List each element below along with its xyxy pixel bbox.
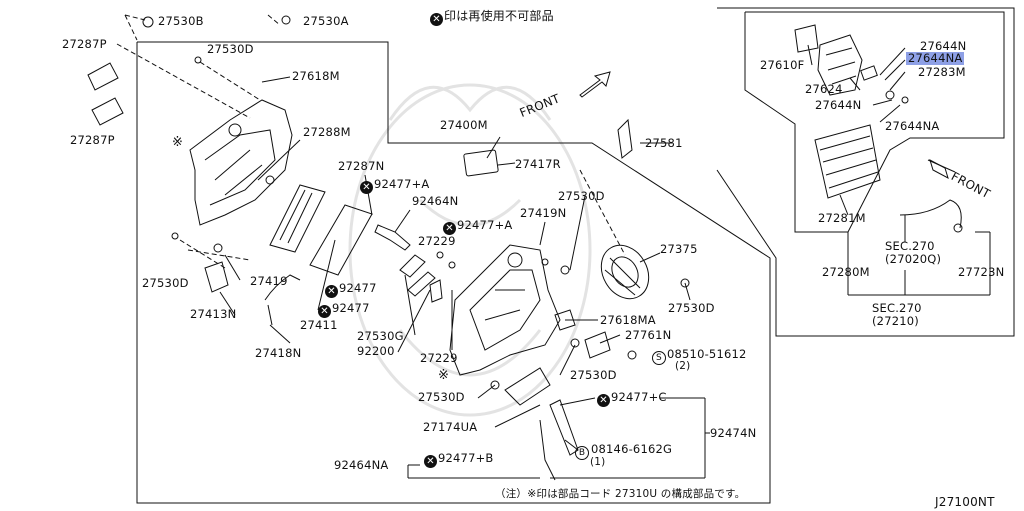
- part-label[interactable]: 27400M: [440, 118, 488, 132]
- part-label[interactable]: 27288M: [303, 125, 351, 139]
- part-number: 08146-6162G: [591, 442, 673, 456]
- link-parts-shape: [171, 224, 456, 326]
- legend-text: 印は再使用不可部品: [444, 9, 554, 23]
- part-label-with-x[interactable]: ✕92477+A: [360, 178, 430, 194]
- part-label-with-x[interactable]: ✕92477: [325, 282, 377, 298]
- x-circle-icon: ✕: [360, 181, 373, 194]
- part-label[interactable]: 27530G: [357, 329, 404, 343]
- part-number: 92477+B: [438, 451, 494, 465]
- s-circle-icon: S: [652, 351, 666, 365]
- part-label[interactable]: 27723N: [958, 265, 1005, 279]
- part-label[interactable]: 27644N: [815, 98, 862, 112]
- part-label[interactable]: 27418N: [255, 346, 302, 360]
- part-label[interactable]: 27530D: [142, 276, 189, 290]
- part-label[interactable]: 27530D: [558, 189, 605, 203]
- part-label[interactable]: 27644N: [920, 39, 967, 53]
- watermark-emblem: [348, 83, 592, 417]
- lower-housing-shape: [449, 244, 561, 376]
- footnote-prefix: （注）: [495, 488, 528, 500]
- part-quantity: (2): [675, 360, 691, 372]
- part-label[interactable]: 27283M: [918, 65, 966, 79]
- part-label[interactable]: 27644NA: [885, 119, 940, 133]
- part-label[interactable]: 27761N: [625, 328, 672, 342]
- diagram-code: J27100NT: [935, 495, 995, 509]
- part-label[interactable]: 27280M: [822, 265, 870, 279]
- x-circle-icon: ✕: [325, 285, 338, 298]
- footnote-text: 印は部品コード 27310U の構成部品です。: [536, 488, 746, 500]
- part-label[interactable]: 27618MA: [600, 313, 656, 327]
- part-number: 92477: [339, 281, 377, 295]
- part-label[interactable]: 27581: [645, 136, 683, 150]
- part-label[interactable]: 27530D: [668, 301, 715, 315]
- part-label-highlighted[interactable]: 27644NA: [906, 51, 965, 65]
- section-ref[interactable]: SEC.270: [872, 301, 922, 315]
- section-ref-code: (27020Q): [885, 252, 942, 266]
- upper-housing-shape: [189, 99, 293, 226]
- asterisk-mark: ※: [172, 135, 184, 150]
- part-number: 92477+C: [611, 390, 667, 404]
- filter-panels-shape: [87, 62, 373, 276]
- part-label[interactable]: 92464NA: [334, 458, 389, 472]
- part-label[interactable]: 27624: [805, 82, 843, 96]
- inset-parts-shape: [794, 24, 963, 233]
- part-number: 08510-51612: [667, 347, 747, 361]
- part-label[interactable]: 27413N: [190, 307, 237, 321]
- x-circle-icon: ✕: [597, 394, 610, 407]
- screws-shape: [142, 15, 690, 390]
- part-label[interactable]: 27530D: [207, 42, 254, 56]
- part-label[interactable]: 27174UA: [423, 420, 478, 434]
- part-label[interactable]: 27229: [418, 234, 456, 248]
- part-label[interactable]: 27281M: [818, 211, 866, 225]
- part-label[interactable]: 27419: [250, 274, 288, 288]
- part-label[interactable]: 27530B: [158, 14, 204, 28]
- part-quantity: (1): [590, 456, 606, 468]
- part-label[interactable]: 27229: [420, 351, 458, 365]
- part-label[interactable]: 27375: [660, 242, 698, 256]
- footnote: （注）※印は部品コード 27310U の構成部品です。: [495, 487, 746, 500]
- part-number: 92477+A: [374, 177, 430, 191]
- part-label[interactable]: 27610F: [760, 58, 805, 72]
- part-label-with-x[interactable]: ✕92477+A: [443, 219, 513, 235]
- part-number: 92477+A: [457, 218, 513, 232]
- part-label-with-x[interactable]: ✕92477+B: [424, 452, 494, 468]
- asterisk-mark: ※: [438, 368, 450, 383]
- main-assembly-frame: [136, 41, 771, 504]
- part-label[interactable]: 92474N: [710, 426, 757, 440]
- blower-motor-shape: [600, 244, 650, 300]
- inset-frame: [716, 7, 1015, 337]
- part-label[interactable]: 27530A: [303, 14, 349, 28]
- part-label[interactable]: 92464N: [412, 194, 459, 208]
- x-circle-icon: ✕: [424, 455, 437, 468]
- part-label[interactable]: 27411: [300, 318, 338, 332]
- part-label[interactable]: 27417R: [515, 157, 561, 171]
- part-label[interactable]: 27530D: [418, 390, 465, 404]
- part-label-with-x[interactable]: ✕92477+C: [597, 391, 667, 407]
- part-label-with-x[interactable]: ✕92477: [318, 302, 370, 318]
- x-circle-icon: ✕: [318, 305, 331, 318]
- x-circle-icon: ✕: [443, 222, 456, 235]
- part-label[interactable]: 27287P: [70, 133, 115, 147]
- part-label[interactable]: 27287N: [338, 159, 385, 173]
- b-circle-icon: B: [575, 446, 589, 460]
- actuator-parts-shape: [504, 118, 633, 481]
- part-number: 92477: [332, 301, 370, 315]
- evaporator-subframe: [744, 11, 1005, 233]
- x-circle-icon: ✕: [430, 13, 443, 26]
- part-label[interactable]: 27287P: [62, 37, 107, 51]
- gasket-shape: [463, 149, 499, 177]
- part-label[interactable]: 27419N: [520, 206, 567, 220]
- part-label[interactable]: 27618M: [292, 69, 340, 83]
- part-label[interactable]: 92200: [357, 344, 395, 358]
- section-ref-code: (27210): [872, 314, 919, 328]
- legend: ✕印は再使用不可部品: [430, 10, 554, 26]
- section-ref[interactable]: SEC.270: [885, 239, 935, 253]
- part-label[interactable]: 27530D: [570, 368, 617, 382]
